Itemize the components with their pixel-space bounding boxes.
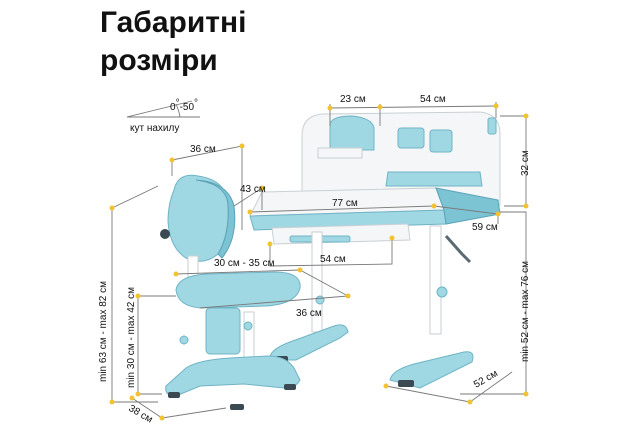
chair-wheel-back xyxy=(284,384,296,390)
dim-tabletop-depth: 43 см xyxy=(240,184,266,195)
desk-side-panel xyxy=(435,187,501,225)
dim-seat-height: min 30 см - max 42 см xyxy=(126,287,137,388)
pen-holder-1 xyxy=(397,127,425,149)
dim-chair-height: min 63 см - max 82 см xyxy=(98,281,109,382)
desk-bookstand xyxy=(329,115,375,151)
desk-right-foot xyxy=(389,351,474,389)
dim-desk-depth: 59 см xyxy=(472,222,498,233)
chair-seat xyxy=(175,271,301,309)
desk-right-shelf xyxy=(385,171,483,187)
dim-seat-depth: 30 см - 35 см xyxy=(214,258,275,269)
chair-wheel-right xyxy=(230,404,244,410)
dim-board-height: 32 см xyxy=(520,150,531,176)
chair-base xyxy=(165,355,301,397)
chair xyxy=(160,174,301,410)
desk-clip xyxy=(487,117,497,135)
dimension-lines xyxy=(109,102,529,421)
desk-left-foot xyxy=(269,324,349,361)
tilt-indicator: 0°-50° кут нахилу xyxy=(126,98,200,134)
desk-height-crank[interactable] xyxy=(444,235,472,264)
pen-holder-2 xyxy=(429,129,453,153)
title-line-2: розміри xyxy=(100,44,218,77)
chair-column xyxy=(243,311,255,361)
dim-tabletop-width: 77 см xyxy=(332,198,358,209)
tilt-angle-label: 0°-50° xyxy=(170,98,198,113)
dim-backrest-width: 36 см xyxy=(190,144,216,155)
chair-backrest-side xyxy=(195,179,236,259)
leg-knob-right[interactable] xyxy=(436,286,448,298)
seat-height-knob[interactable] xyxy=(243,321,253,331)
leg-knob-left[interactable] xyxy=(315,295,325,305)
dim-desk-base: 52 см xyxy=(472,368,500,390)
dim-board-width: 54 см xyxy=(420,94,446,105)
desk-right-leg xyxy=(429,225,442,335)
chair-column-cover xyxy=(205,307,241,355)
tilt-caption: кут нахилу xyxy=(130,123,179,134)
dim-drawer-width: 54 см xyxy=(320,254,346,265)
desk-left-shelf xyxy=(317,147,363,159)
dim-shelf-width: 23 см xyxy=(340,94,366,105)
page-title: Габаритні розміри xyxy=(100,4,246,80)
backrest-knob[interactable] xyxy=(160,229,170,239)
dim-desk-height: min 52 см - max 76 см xyxy=(520,261,531,362)
title-line-1: Габаритні xyxy=(100,6,247,39)
desk-right-wheel xyxy=(398,380,414,387)
desk xyxy=(249,111,501,389)
chair-side-knob[interactable] xyxy=(179,335,189,345)
dim-chair-base: 38 см xyxy=(127,403,155,425)
chair-wheel-left xyxy=(168,392,180,398)
dim-seat-width: 36 см xyxy=(296,308,322,319)
